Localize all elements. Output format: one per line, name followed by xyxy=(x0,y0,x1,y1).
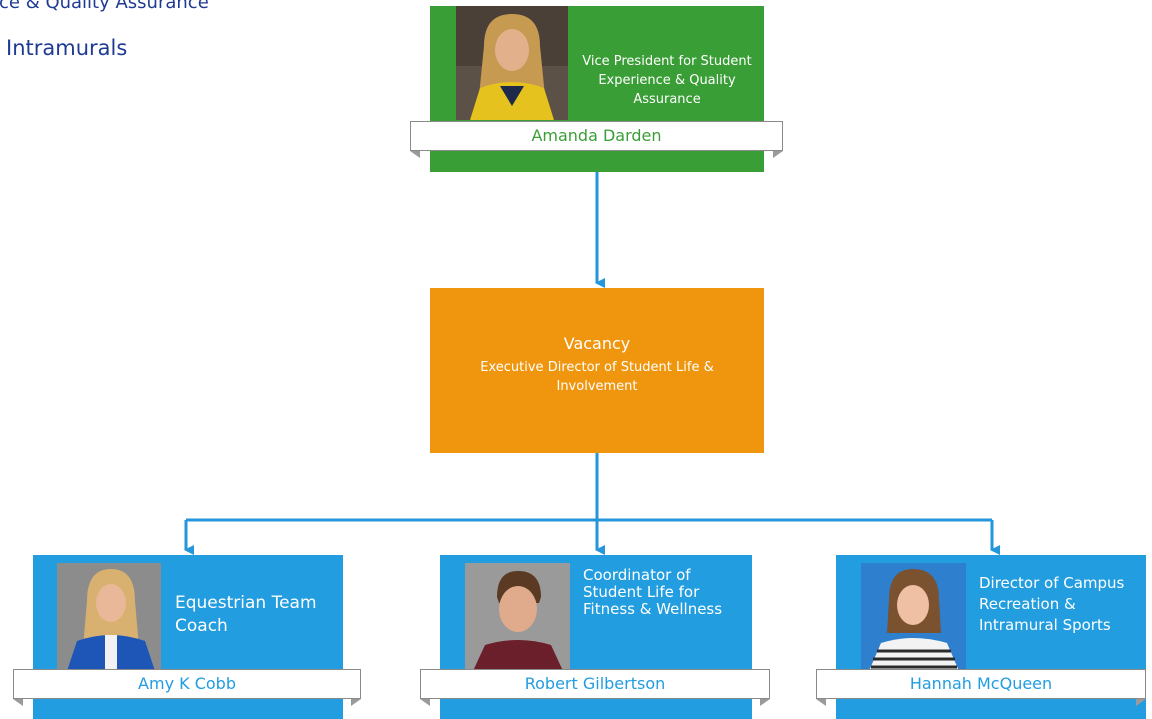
node-name-robert-gilbertson: Robert Gilbertson xyxy=(524,674,666,693)
node-name-amanda-darden: Amanda Darden xyxy=(531,126,662,145)
name-ribbon-right: Hannah McQueen xyxy=(816,669,1146,707)
node-name-hannah-mcqueen: Hannah McQueen xyxy=(909,674,1053,693)
portrait-photo-robert-gilbertson xyxy=(465,563,570,671)
node-title-vice-president: Vice President for Student Experience & … xyxy=(582,54,752,107)
node-title-fitness-coordinator: Coordinator of Student Life for Fitness … xyxy=(583,566,723,618)
node-title-equestrian-coach: Equestrian Team Coach xyxy=(175,593,317,636)
node-title-executive-director: Executive Director of Student Life & Inv… xyxy=(480,360,714,394)
name-ribbon-left: Amy K Cobb xyxy=(13,669,361,707)
node-name-vacancy: Vacancy xyxy=(563,334,631,353)
portrait-photo-amanda-darden xyxy=(456,6,568,120)
portrait-photo-hannah-mcqueen xyxy=(861,563,966,671)
org-node-executive-director: Vacancy Executive Director of Student Li… xyxy=(430,288,764,453)
name-ribbon-center: Robert Gilbertson xyxy=(420,669,770,707)
node-title-campus-recreation-director: Director of Campus Recreation & Intramur… xyxy=(979,574,1125,634)
page-header-department: ice & Quality Assurance xyxy=(0,0,209,13)
node-name-amy-k-cobb: Amy K Cobb xyxy=(138,674,236,693)
name-ribbon-top: Amanda Darden xyxy=(410,121,783,159)
portrait-photo-amy-k-cobb xyxy=(57,563,161,671)
page-header-unit: Intramurals xyxy=(6,36,128,60)
